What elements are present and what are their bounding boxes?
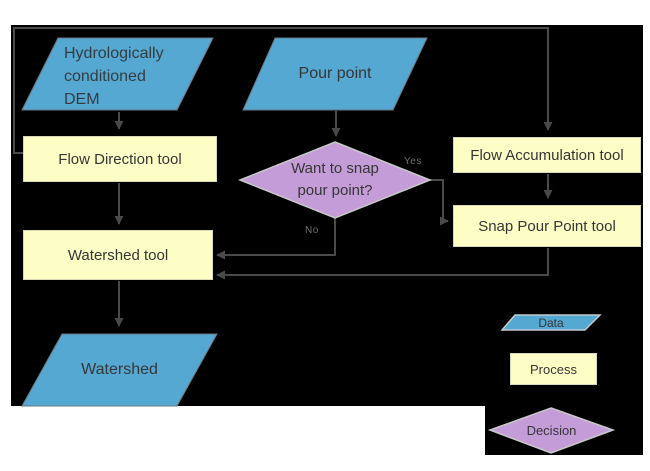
edge-decision-yes-to-snappourpoint: [430, 179, 449, 226]
edge-decision-no-to-watershedtool: [216, 218, 336, 260]
edge-snappourpoint-to-watershedtool: [216, 248, 549, 280]
snap-pour-point-node: Snap Pour Point tool: [453, 205, 641, 247]
legend-process-item: Process: [510, 353, 597, 385]
watershed-tool-label: Watershed tool: [67, 246, 169, 264]
flow-direction-node: Flow Direction tool: [23, 136, 217, 182]
flow-accumulation-node: Flow Accumulation tool: [453, 137, 641, 173]
legend-data-label: Data: [538, 315, 564, 330]
snap-pour-point-label: Snap Pour Point tool: [478, 217, 616, 235]
legend-data-shape: [500, 314, 602, 331]
edge-label-no: No: [305, 225, 319, 236]
decision-shape: [237, 141, 433, 219]
dem-shape: [21, 37, 214, 111]
watershed-shape: [21, 333, 218, 407]
flow-direction-label: Flow Direction tool: [58, 150, 182, 168]
legend-decision-label: Decision: [526, 423, 577, 438]
dem-label: Hydrologically conditioned DEM: [64, 45, 164, 108]
edge-label-yes: Yes: [404, 156, 422, 167]
pour-point-shape: [242, 37, 428, 111]
legend-decision-shape: [487, 407, 616, 454]
edge-flowdirection-to-flowaccumulation: [13, 27, 553, 154]
legend-process-label: Process: [530, 361, 577, 377]
flow-accumulation-label: Flow Accumulation tool: [470, 146, 624, 164]
watershed-tool-node: Watershed tool: [23, 230, 213, 280]
